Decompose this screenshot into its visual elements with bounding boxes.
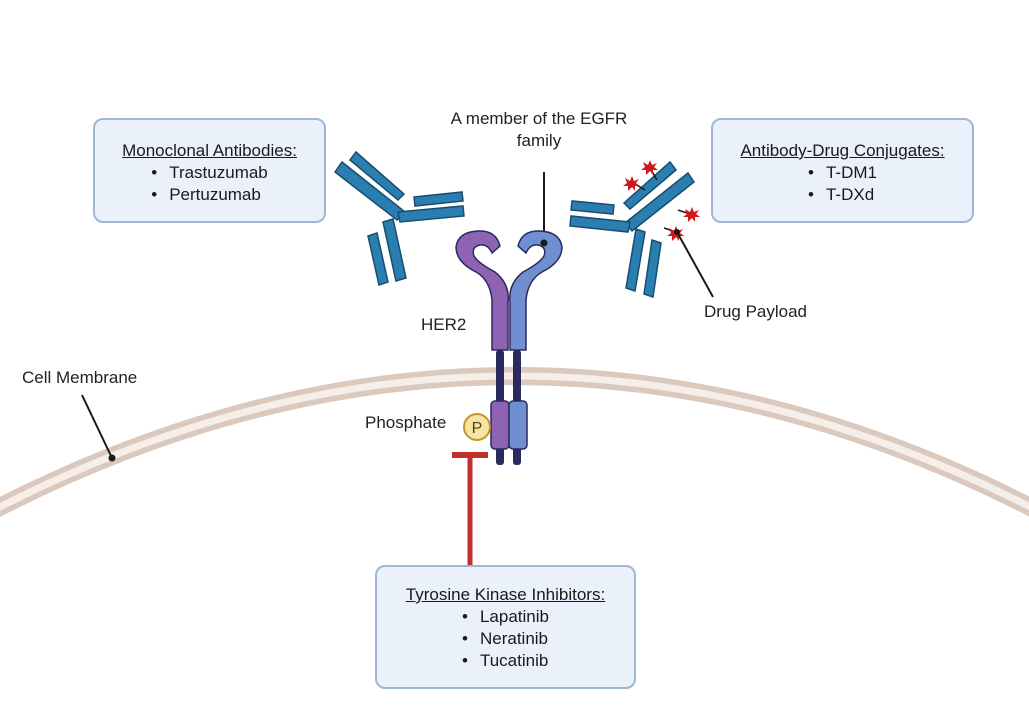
egfr-pointer-dot bbox=[540, 239, 548, 247]
antibody-heavy-chain-lower bbox=[397, 205, 465, 223]
inhibition-symbol bbox=[452, 452, 488, 566]
monoclonal-antibodies-title: Monoclonal Antibodies: bbox=[122, 141, 297, 160]
antibody-light-chain-lower bbox=[413, 191, 464, 207]
antibody-drug-conjugates-box: Antibody-Drug Conjugates: T-DM1 T-DXd bbox=[711, 118, 974, 223]
membrane-pointer-dot bbox=[108, 454, 116, 462]
her2-right-kinase bbox=[508, 400, 528, 450]
adc-light-chain-lower bbox=[570, 200, 615, 215]
antibody-stem-1 bbox=[382, 218, 407, 282]
monoclonal-antibodies-box: Monoclonal Antibodies: Trastuzumab Pertu… bbox=[93, 118, 326, 223]
payload-star-2 bbox=[623, 176, 640, 191]
antibody-drug-conjugates-title: Antibody-Drug Conjugates: bbox=[740, 141, 945, 160]
payload-star-3 bbox=[683, 207, 700, 222]
phosphate-label: Phosphate bbox=[365, 413, 447, 432]
tyrosine-kinase-inhibitors-title: Tyrosine Kinase Inhibitors: bbox=[405, 585, 606, 604]
her2-right-ectodomain bbox=[509, 230, 563, 351]
her2-left-kinase bbox=[490, 400, 510, 450]
membrane-pointer-line bbox=[81, 394, 113, 459]
her2-left-ectodomain bbox=[455, 230, 509, 351]
adc-light-chain-upper bbox=[622, 160, 678, 211]
list-item: Neratinib bbox=[462, 628, 549, 650]
tyrosine-kinase-inhibitors-list: Lapatinib Neratinib Tucatinib bbox=[462, 606, 549, 672]
cell-membrane-label: Cell Membrane bbox=[22, 368, 138, 387]
egfr-family-label: A member of the EGFR family bbox=[450, 109, 628, 150]
drug-payload-label: Drug Payload bbox=[704, 302, 808, 321]
phosphate-circle bbox=[463, 413, 491, 441]
list-item: Trastuzumab bbox=[151, 162, 268, 184]
tyrosine-kinase-inhibitors-box: Tyrosine Kinase Inhibitors: Lapatinib Ne… bbox=[375, 565, 636, 689]
monoclonal-antibody-icon bbox=[333, 150, 465, 286]
her2-label: HER2 bbox=[421, 315, 467, 334]
payload-pointer-dot bbox=[674, 229, 680, 235]
list-item: Lapatinib bbox=[462, 606, 549, 628]
list-item: Pertuzumab bbox=[151, 184, 268, 206]
adc-antibody-icon bbox=[569, 160, 696, 298]
her2-receptor bbox=[455, 230, 563, 465]
adc-heavy-chain-lower bbox=[569, 215, 631, 233]
adc-stem-2 bbox=[643, 239, 662, 298]
monoclonal-antibodies-list: Trastuzumab Pertuzumab bbox=[151, 162, 268, 206]
phosphate-symbol: P bbox=[472, 420, 483, 437]
payload-star-1 bbox=[641, 160, 658, 175]
payload-pointer-line bbox=[676, 231, 714, 298]
adc-stem-1 bbox=[625, 228, 646, 292]
antibody-light-chain-upper bbox=[348, 150, 406, 202]
list-item: T-DXd bbox=[808, 184, 877, 206]
list-item: T-DM1 bbox=[808, 162, 877, 184]
list-item: Tucatinib bbox=[462, 650, 549, 672]
antibody-drug-conjugates-list: T-DM1 T-DXd bbox=[808, 162, 877, 206]
antibody-stem-2 bbox=[367, 232, 389, 286]
